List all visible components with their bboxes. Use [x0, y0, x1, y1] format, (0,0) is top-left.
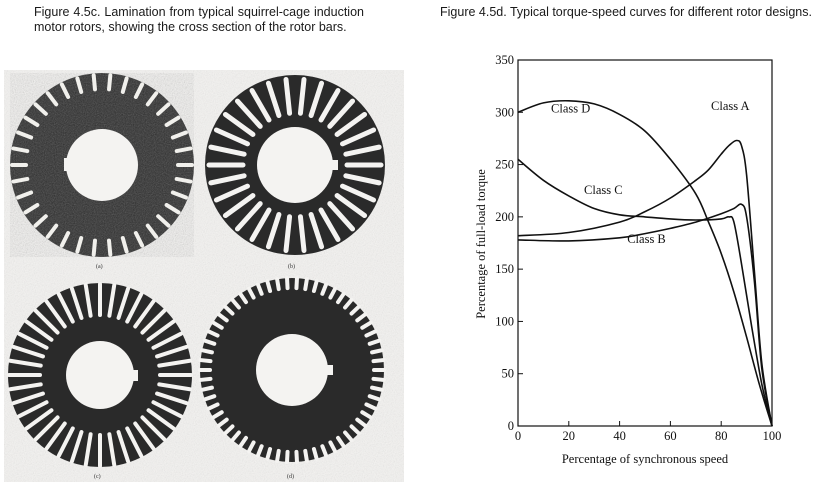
y-tick-label: 250 — [495, 158, 514, 172]
curve-class-a — [517, 139, 773, 427]
curve-class-b — [517, 203, 773, 427]
rotor-lamination-photo: (a) (b) (c) (d) — [4, 70, 404, 482]
y-tick-label: 300 — [495, 105, 514, 119]
x-tick-label: 80 — [715, 429, 728, 443]
curve-class-d — [517, 99, 773, 427]
curve-label-class-d: Class D — [551, 101, 590, 115]
curve-label-class-c: Class C — [584, 183, 623, 197]
y-tick-label: 150 — [495, 262, 514, 276]
rotor-disc-a — [10, 73, 194, 257]
rotor-disc-b — [205, 75, 385, 255]
x-tick-label: 20 — [563, 429, 576, 443]
y-tick-label: 200 — [495, 210, 514, 224]
curve-class-c — [517, 158, 773, 427]
x-tick-label: 60 — [664, 429, 677, 443]
rotor-disc-c — [7, 282, 193, 468]
plot-frame — [517, 59, 773, 427]
y-tick-label: 100 — [495, 314, 514, 328]
y-tick-label: 50 — [502, 367, 515, 381]
sublabel-a: (a) — [96, 263, 103, 270]
sublabel-b: (b) — [288, 263, 295, 270]
x-tick-label: 100 — [763, 429, 782, 443]
x-tick-label: 40 — [613, 429, 626, 443]
figure-caption-right: Figure 4.5d. Typical torque-speed curves… — [440, 5, 812, 19]
y-axis-label: Percentage of full-load torque — [474, 169, 488, 319]
figure-caption-left: Figure 4.5c. Lamination from typical squ… — [34, 5, 364, 34]
y-tick-label: 350 — [495, 53, 514, 67]
x-tick-label: 0 — [515, 429, 521, 443]
x-axis-label: Percentage of synchronous speed — [562, 452, 729, 466]
rotor-disc-d — [198, 276, 386, 464]
sublabel-d: (d) — [287, 473, 294, 480]
y-tick-label: 0 — [508, 419, 514, 433]
sublabel-c: (c) — [94, 473, 101, 480]
curve-label-class-a: Class A — [711, 99, 750, 113]
curve-label-class-b: Class B — [627, 232, 666, 246]
